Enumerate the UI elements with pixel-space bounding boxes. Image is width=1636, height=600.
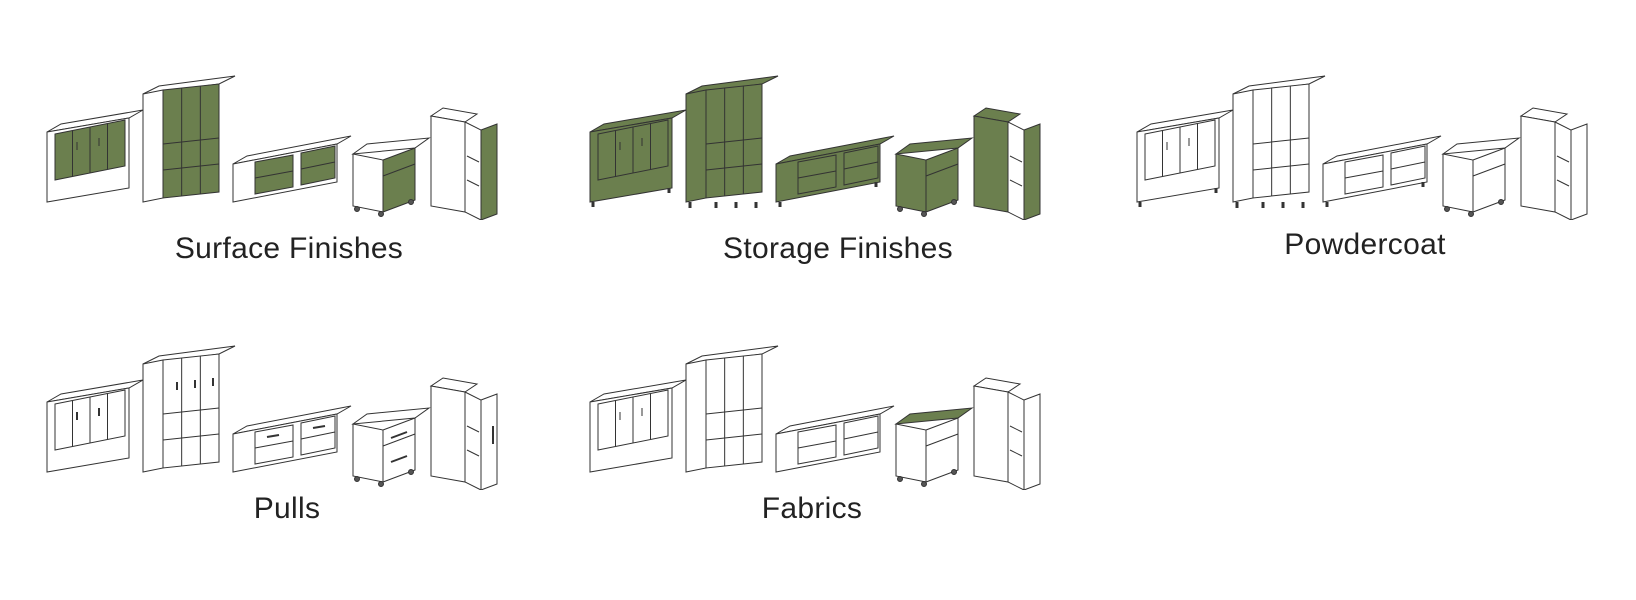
tall-storage <box>972 107 1041 220</box>
media-console <box>775 405 895 473</box>
finish-group-surface[interactable]: Surface Finishes <box>35 60 555 320</box>
furniture-illustration <box>589 345 1041 490</box>
finish-group-label: Storage Finishes <box>723 232 953 265</box>
finish-group-storage[interactable]: Storage Finishes <box>578 60 1098 320</box>
furniture-illustration <box>46 345 498 490</box>
credenza <box>1136 109 1234 207</box>
furniture-illustration <box>1136 75 1588 220</box>
mobile-pedestal <box>894 137 974 217</box>
locker-tower <box>142 75 236 203</box>
mobile-pedestal <box>351 407 431 487</box>
media-console <box>232 405 352 473</box>
furniture-illustration <box>46 75 498 220</box>
media-console <box>775 135 895 207</box>
locker-tower <box>685 345 779 473</box>
tall-storage <box>972 377 1041 490</box>
finish-group-powdercoat[interactable]: Powdercoat <box>1125 60 1636 320</box>
finish-group-label: Powdercoat <box>1284 228 1446 261</box>
mobile-pedestal <box>894 407 974 487</box>
mobile-pedestal <box>351 137 431 217</box>
credenza <box>589 109 687 207</box>
tall-storage <box>429 377 498 490</box>
locker-tower <box>142 345 236 473</box>
credenza <box>589 379 687 473</box>
finish-group-fabrics[interactable]: Fabrics <box>578 330 1098 590</box>
media-console <box>232 135 352 203</box>
locker-tower <box>685 75 779 208</box>
furniture-illustration <box>589 75 1041 220</box>
finish-group-label: Surface Finishes <box>174 232 404 265</box>
credenza <box>46 109 144 203</box>
finish-group-pulls[interactable]: Pulls <box>35 330 555 590</box>
finish-group-label: Fabrics <box>761 492 863 525</box>
locker-tower <box>1232 75 1326 208</box>
finish-group-label: Pulls <box>253 492 321 525</box>
credenza <box>46 379 144 473</box>
mobile-pedestal <box>1441 137 1521 217</box>
tall-storage <box>429 107 498 220</box>
tall-storage <box>1519 107 1588 220</box>
media-console <box>1322 135 1442 207</box>
